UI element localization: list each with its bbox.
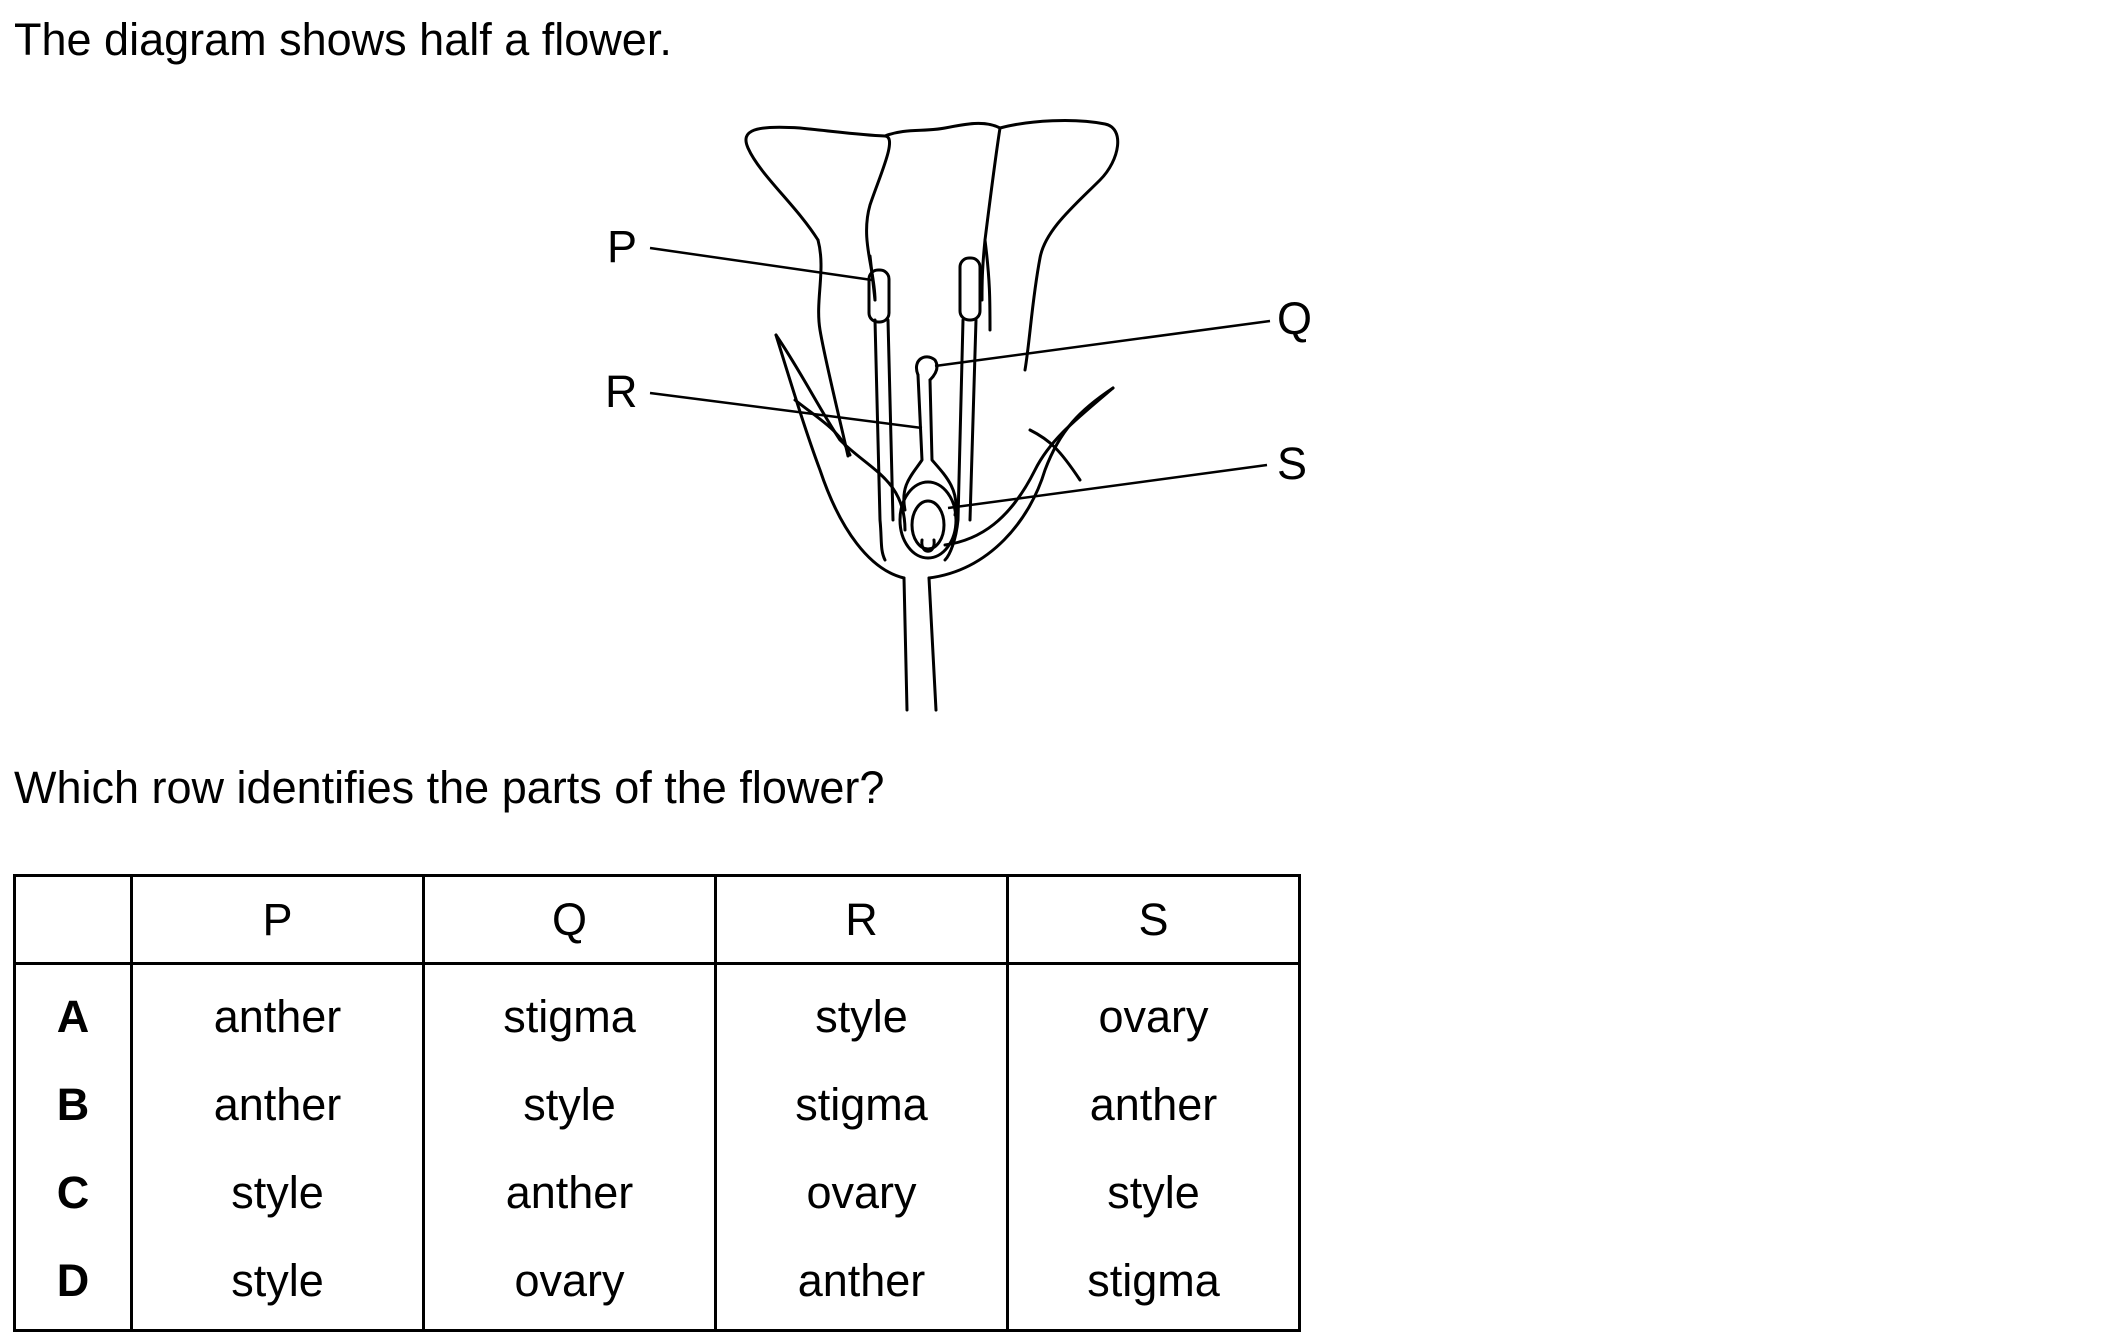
leader-q (934, 319, 1271, 368)
cell-q: anther (422, 1149, 717, 1237)
leader-s (947, 463, 1268, 510)
cell-r: ovary (714, 1149, 1009, 1237)
table-row[interactable]: D style ovary anther stigma (13, 1237, 1301, 1332)
cell-s: ovary (1006, 963, 1301, 1061)
filament-left (873, 318, 887, 562)
option-key: A (13, 963, 133, 1061)
cell-p: style (130, 1149, 425, 1237)
petal-left-inner (816, 238, 850, 458)
cell-r: style (714, 963, 1009, 1061)
stigma (915, 355, 939, 382)
cell-s: style (1006, 1149, 1301, 1237)
petal-middle-inner (868, 254, 877, 302)
stem-left (902, 576, 909, 712)
cell-p: style (130, 1237, 425, 1332)
sepal-right-curl (1028, 428, 1082, 482)
cell-p: anther (130, 963, 425, 1061)
table-row[interactable]: A anther stigma style ovary (13, 963, 1301, 1061)
leader-r (649, 391, 923, 430)
sepal-right-inner (943, 386, 1115, 547)
option-key: B (13, 1061, 133, 1149)
cell-r: stigma (714, 1061, 1009, 1149)
intro-text: The diagram shows half a flower. (14, 14, 672, 65)
table-row[interactable]: B anther style stigma anther (13, 1061, 1301, 1149)
option-key: D (13, 1237, 133, 1332)
cell-q: ovary (422, 1237, 717, 1332)
cell-q: stigma (422, 963, 717, 1061)
table-row[interactable]: C style anther ovary style (13, 1149, 1301, 1237)
sepal-right (927, 386, 1115, 580)
option-key: C (13, 1149, 133, 1237)
petal-middle (883, 121, 1002, 302)
anther-left (867, 268, 891, 324)
sepal-left-inner (774, 333, 907, 532)
style-right (928, 378, 958, 517)
header-r: R (714, 874, 1009, 965)
label-q: Q (1277, 293, 1312, 344)
header-p: P (130, 874, 425, 965)
cell-s: stigma (1006, 1237, 1301, 1332)
question-text: Which row identifies the parts of the fl… (14, 762, 885, 813)
header-q: Q (422, 874, 717, 965)
anther-right (958, 256, 982, 322)
header-key (13, 874, 133, 965)
label-s: S (1277, 438, 1307, 489)
sepal-left (774, 333, 906, 580)
petal-right (998, 119, 1120, 372)
filament-right (943, 318, 965, 562)
cell-q: style (422, 1061, 717, 1149)
ovule (920, 538, 936, 553)
filament-left-inner (886, 318, 895, 522)
answer-table: P Q R S A anther stigma style ovary B an… (13, 874, 1301, 1332)
cell-r: anther (714, 1237, 1009, 1332)
table-header-row: P Q R S (13, 874, 1301, 965)
ovary-inner (910, 499, 946, 551)
sepal-left-outer (793, 398, 852, 457)
petal-left (744, 125, 891, 302)
ovary (898, 480, 958, 560)
leader-p (649, 246, 873, 282)
label-r: R (605, 366, 638, 417)
label-p: P (607, 221, 637, 272)
cell-p: anther (130, 1061, 425, 1149)
header-s: S (1006, 874, 1301, 965)
stem-right (927, 576, 938, 712)
cell-s: anther (1006, 1061, 1301, 1149)
petal-right-inner (983, 238, 992, 332)
filament-right-inner (968, 318, 978, 522)
